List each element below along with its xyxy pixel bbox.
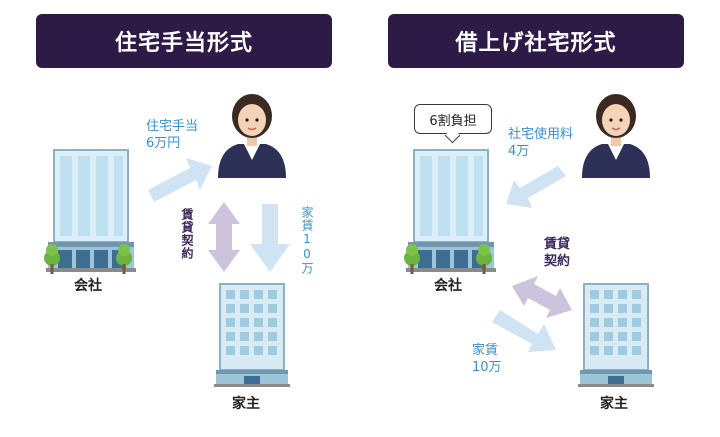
left-company-building-icon [44,149,137,274]
rent-arrow-right [492,310,556,352]
contract-double-arrow [208,202,240,272]
left-landlord-label: 家主 [232,396,260,412]
rent-arrow-down [250,204,290,272]
contract-double-arrow-right [512,276,572,318]
contract-label: 賃貸契約 [180,208,194,260]
left-landlord-building-icon [213,283,291,388]
allowance-amount: 6万円 [146,136,181,151]
right-contract-label-1: 賃貸 [544,237,571,252]
left-company-label: 会社 [74,278,102,294]
share-bubble: 6割負担 [414,104,492,134]
right-landlord-label: 家主 [600,396,628,412]
right-company-building-icon [404,149,497,274]
right-landlord-building-icon [577,283,655,388]
fee-label: 社宅使用料 [508,127,574,142]
right-rent-label-1: 家賃 [472,343,499,358]
right-rent-label-2: 10万 [472,360,502,375]
right-contract-label-2: 契約 [544,254,571,269]
leased-housing-title: 借上げ社宅形式 [388,14,684,68]
fee-amount: 4万 [508,144,530,159]
right-employee-icon [581,93,651,179]
rent-label: 家賃10万 [300,206,314,275]
left-employee-icon [217,93,287,179]
allowance-arrow [148,158,212,202]
right-company-label: 会社 [434,278,462,294]
housing-allowance-title: 住宅手当形式 [36,14,332,68]
fee-arrow [506,166,566,208]
allowance-label: 住宅手当 [146,119,199,134]
